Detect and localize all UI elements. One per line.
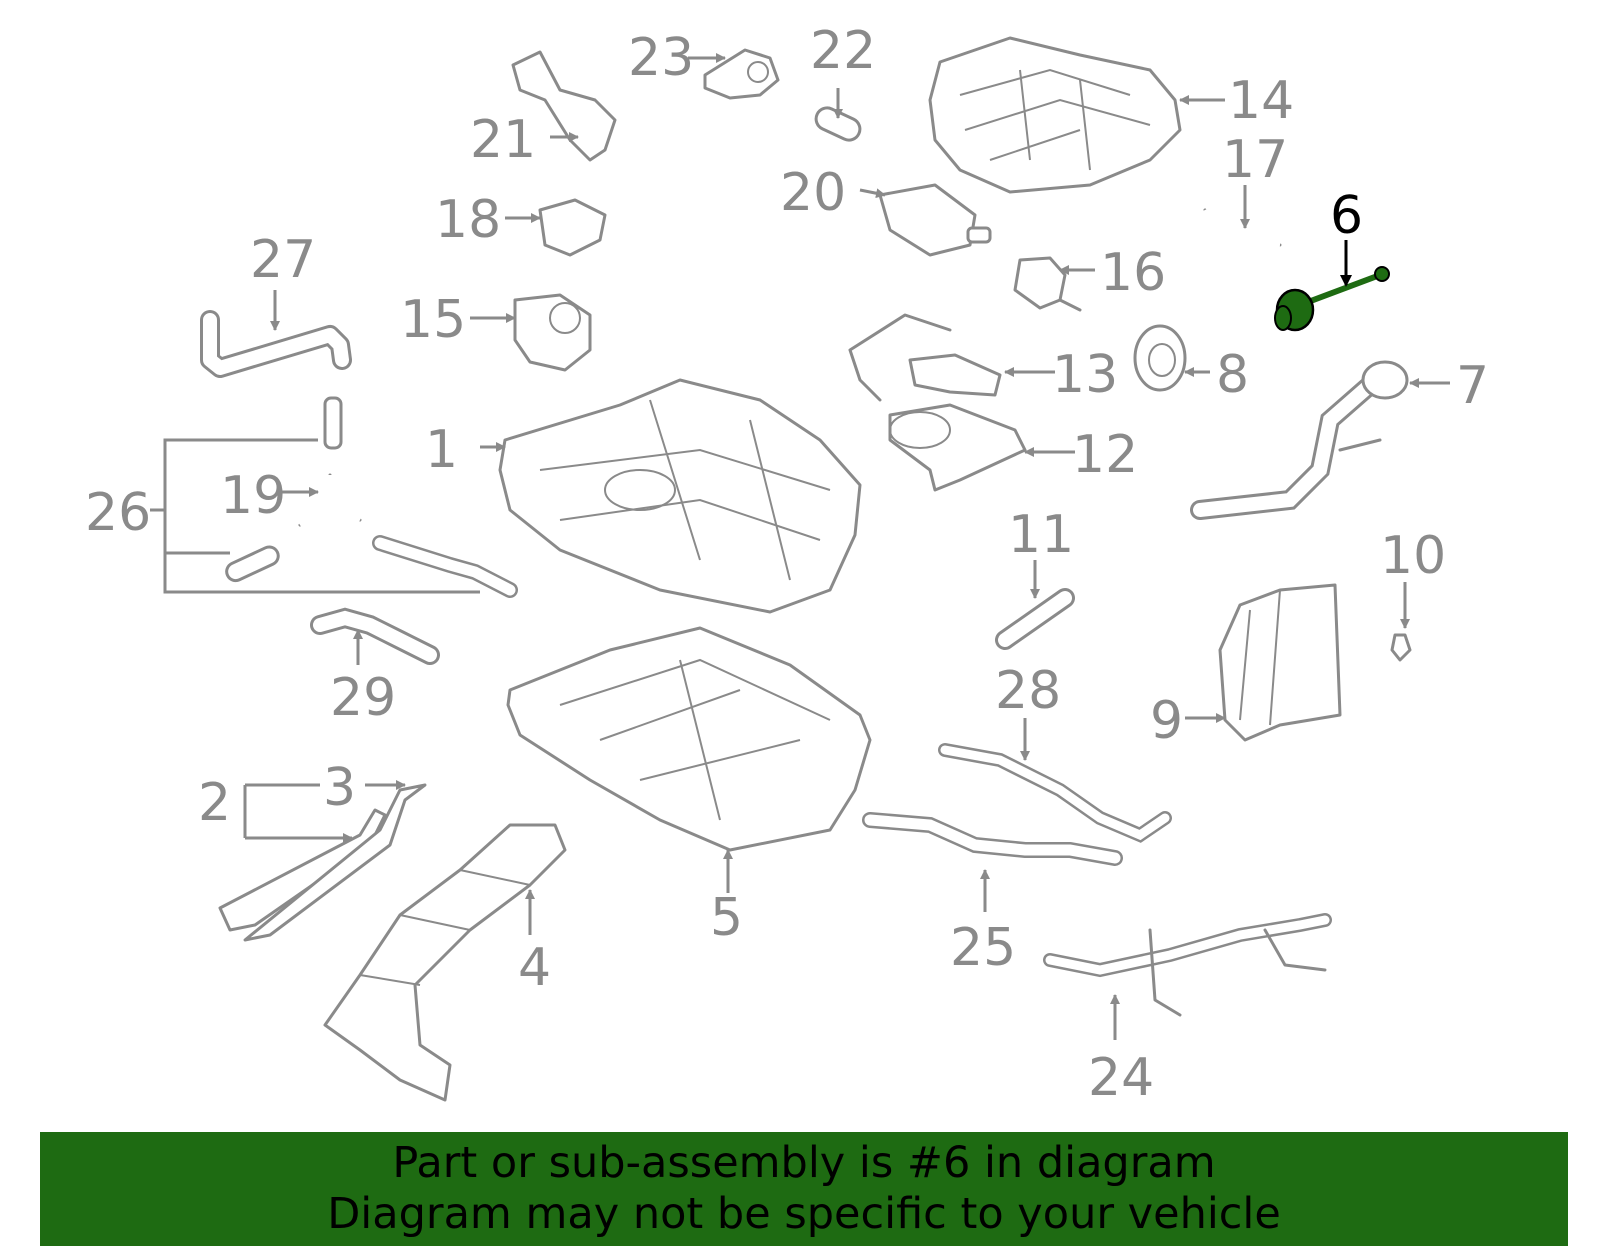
label-1: 1 <box>425 420 458 480</box>
label-10: 10 <box>1380 526 1446 586</box>
part-26-hoses <box>150 396 518 598</box>
label-12: 12 <box>1072 425 1138 485</box>
label-4: 4 <box>518 938 551 998</box>
label-19: 19 <box>220 466 286 526</box>
part-29-hose <box>310 607 440 665</box>
part-11-hose <box>995 588 1075 650</box>
label-28: 28 <box>995 661 1061 721</box>
label-15: 15 <box>400 290 466 350</box>
part-18-sensor <box>538 198 607 257</box>
part-13-harness <box>848 313 1002 402</box>
label-6: 6 <box>1330 186 1363 246</box>
part-14-tank-cover <box>928 36 1182 194</box>
part-10-clip <box>1390 633 1412 662</box>
label-5: 5 <box>710 888 743 948</box>
label-26: 26 <box>85 483 151 543</box>
part-5-skid-plate <box>506 626 872 852</box>
label-9: 9 <box>1150 691 1183 751</box>
banner-line-1: Part or sub-assembly is #6 in diagram <box>392 1138 1216 1188</box>
part-23-valve <box>703 48 780 100</box>
part-9-shield <box>1218 583 1342 742</box>
part-4-duct <box>323 823 567 1102</box>
part-17-hose <box>1200 207 1282 250</box>
part-21-bracket <box>511 50 617 162</box>
part-1-fuel-tank <box>498 378 862 614</box>
label-8: 8 <box>1216 345 1249 405</box>
part-7-filler-neck <box>1190 360 1409 520</box>
banner-line-2: Diagram may not be specific to your vehi… <box>327 1189 1281 1239</box>
part-27-hose <box>200 310 352 378</box>
label-17: 17 <box>1222 130 1288 190</box>
label-14: 14 <box>1228 71 1294 131</box>
label-24: 24 <box>1088 1048 1154 1108</box>
part-6-highlighted <box>1274 266 1390 332</box>
part-16-fitting <box>1013 256 1082 312</box>
part-19-tee <box>297 473 363 529</box>
part-20-pump <box>878 183 992 257</box>
leader-arrows <box>243 53 1450 1040</box>
part-28-line <box>938 743 1172 843</box>
label-22: 22 <box>810 21 876 81</box>
label-16: 16 <box>1100 243 1166 303</box>
part-8-gasket <box>1133 324 1187 392</box>
label-3: 3 <box>323 758 356 818</box>
label-21: 21 <box>470 110 536 170</box>
info-banner: Part or sub-assembly is #6 in diagram Di… <box>40 1132 1568 1246</box>
label-7: 7 <box>1456 356 1489 416</box>
label-25: 25 <box>950 918 1016 978</box>
part-labels: 23 22 14 21 17 20 6 18 27 16 15 13 8 7 1… <box>85 21 1489 1108</box>
label-18: 18 <box>435 190 501 250</box>
part-25-line <box>862 812 1123 866</box>
part-24-line <box>1043 913 1332 1017</box>
part-15-canister <box>513 293 592 372</box>
label-27: 27 <box>250 230 316 290</box>
label-20: 20 <box>780 163 846 223</box>
label-13: 13 <box>1052 345 1118 405</box>
part-12-sender <box>888 403 1027 492</box>
part-2-strap <box>218 808 387 932</box>
label-23: 23 <box>628 28 694 88</box>
label-2: 2 <box>198 773 231 833</box>
label-11: 11 <box>1008 505 1074 565</box>
label-29: 29 <box>330 668 396 728</box>
